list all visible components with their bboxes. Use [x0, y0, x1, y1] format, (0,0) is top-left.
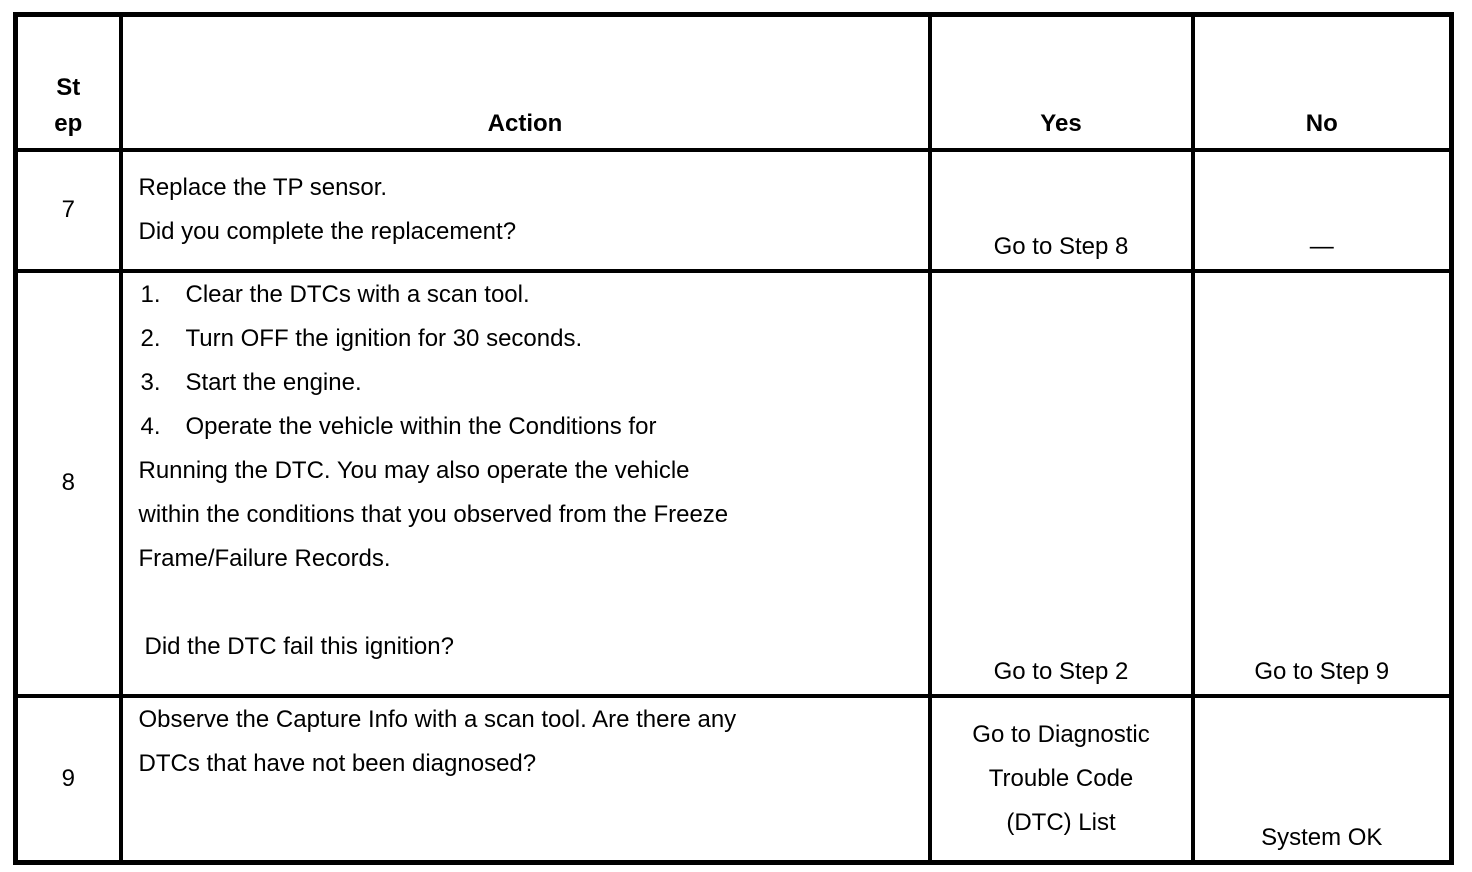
action-cell: Observe the Capture Info with a scan too…	[118, 693, 932, 865]
list-item-number: 2.	[140, 324, 161, 352]
action-line: Observe the Capture Info with a scan too…	[138, 705, 737, 733]
no-cell: Go to Step 9	[1190, 268, 1454, 698]
action-line: Did you complete the replacement?	[138, 218, 517, 245]
header-no: No	[1190, 12, 1454, 152]
action-cell: Replace the TP sensor. Did you complete …	[118, 147, 932, 273]
yes-line: (DTC) List	[1006, 808, 1116, 836]
action-line: DTCs that have not been diagnosed?	[138, 749, 537, 777]
header-yes: Yes	[927, 12, 1195, 152]
list-item-text: Operate the vehicle within the Condition…	[185, 412, 657, 440]
table-row-step-7: 7 Replace the TP sensor. Did you complet…	[13, 147, 1454, 273]
list-item: 3. Start the engine.	[139, 361, 916, 405]
list-item-number: 3.	[140, 368, 161, 396]
action-line: Frame/Failure Records.	[138, 544, 391, 572]
list-item-text: Start the engine.	[185, 368, 362, 396]
step-number: 9	[13, 693, 123, 865]
list-item: 4. Operate the vehicle within the Conditi…	[139, 405, 916, 449]
yes-cell: Go to Diagnostic Trouble Code (DTC) List	[927, 693, 1195, 865]
header-step-line2: ep	[54, 109, 83, 137]
no-cell: System OK	[1190, 693, 1454, 865]
diagnostic-table: St ep Action Yes No 7 Replace the TP sen…	[13, 12, 1454, 865]
step-number: 7	[13, 147, 123, 273]
yes-line: Trouble Code	[988, 764, 1134, 792]
yes-cell: Go to Step 2	[927, 268, 1195, 698]
table-row-step-8: 8 1. Clear the DTCs with a scan tool. 2. T…	[13, 268, 1454, 698]
table-row-step-9: 9 Observe the Capture Info with a scan t…	[13, 693, 1454, 865]
action-question: Did the DTC fail this ignition?	[144, 632, 454, 660]
action-cell: 1. Clear the DTCs with a scan tool. 2. Tur…	[118, 268, 932, 698]
list-item-number: 4.	[140, 412, 161, 440]
list-item-text: Turn OFF the ignition for 30 seconds.	[185, 324, 583, 352]
yes-line: Go to Diagnostic	[972, 720, 1150, 748]
header-step: St ep	[13, 12, 123, 152]
no-cell: —	[1190, 147, 1454, 273]
yes-cell: Go to Step 8	[927, 147, 1195, 273]
header-action: Action	[118, 12, 932, 152]
step-number: 8	[13, 268, 123, 698]
action-line: Running the DTC. You may also operate th…	[138, 456, 690, 484]
action-line: Replace the TP sensor.	[138, 174, 388, 201]
list-item: 1. Clear the DTCs with a scan tool.	[139, 275, 916, 317]
list-item-number: 1.	[140, 280, 161, 308]
list-item-text: Clear the DTCs with a scan tool.	[185, 280, 530, 308]
list-item: 2. Turn OFF the ignition for 30 seconds.	[139, 317, 916, 361]
header-row: St ep Action Yes No	[13, 12, 1454, 152]
action-line: within the conditions that you observed …	[138, 500, 729, 528]
header-step-line1: St	[56, 73, 81, 101]
